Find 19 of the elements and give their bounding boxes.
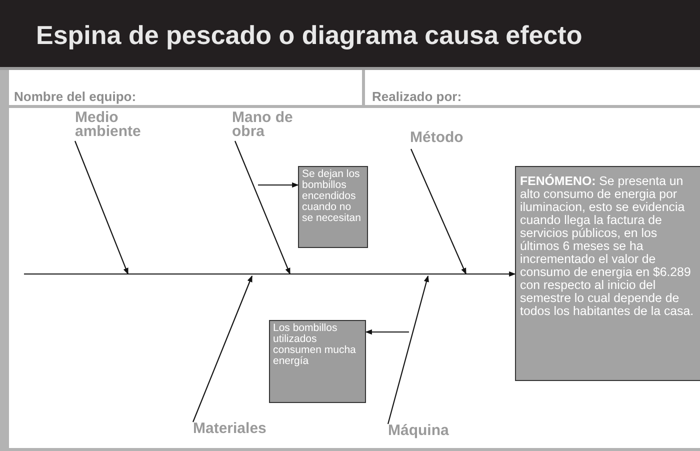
arrow bbox=[234, 140, 290, 275]
category-label: Mano de obra bbox=[232, 111, 304, 141]
arrow bbox=[365, 329, 409, 335]
category-label: Medio ambiente bbox=[75, 111, 145, 141]
arrow bbox=[387, 275, 429, 424]
field-label: Nombre del equipo: bbox=[14, 89, 136, 104]
problem-box: FENÓMENO: Se presenta un alto consumo de energia por iluminacion, esto se evidencia cuando llega la factura de servicios públicos, en los últimos 6 meses se ha incrementado el valor de consumo de energia en $6.289 con respecto al inicio del semestre lo cual depende de todos los habitantes de la casa. bbox=[515, 166, 700, 381]
arrow bbox=[192, 275, 252, 422]
title: Espina de pescado o diagrama causa efecto bbox=[36, 20, 582, 51]
arrow bbox=[410, 148, 466, 275]
arrow bbox=[74, 140, 129, 275]
cause-box: Se dejan los bombillos encendidos cuando no se necesitan bbox=[298, 166, 368, 248]
category-label: Materiales bbox=[193, 422, 283, 440]
field-label: Realizado por: bbox=[372, 89, 462, 104]
category-label: Máquina bbox=[388, 424, 450, 444]
arrow bbox=[24, 271, 516, 277]
category-label: Método bbox=[410, 131, 472, 149]
arrow bbox=[258, 182, 299, 188]
cause-box: Los bombillos utilizados consumen mucha energía bbox=[269, 320, 366, 403]
